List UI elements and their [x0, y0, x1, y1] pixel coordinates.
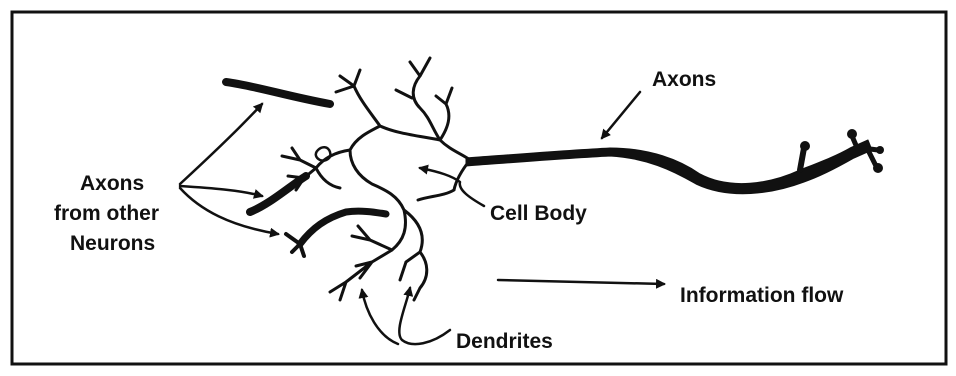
diagram-frame [12, 12, 946, 364]
incoming-pointers [180, 104, 278, 234]
main-axon [466, 129, 884, 194]
axons-other-label-line2: from other [54, 202, 159, 225]
axons-pointer [602, 92, 640, 138]
axons-other-label-line3: Neurons [70, 232, 155, 255]
cell-body-outline [282, 58, 470, 300]
dendrites-pointers [362, 288, 450, 344]
cell-body-label: Cell Body [490, 202, 587, 225]
information-flow-arrow [498, 280, 664, 284]
cell-body-pointer [420, 168, 484, 206]
axons-label: Axons [652, 68, 716, 91]
information-flow-label: Information flow [680, 284, 844, 307]
dendrites-label: Dendrites [456, 330, 553, 353]
axons-other-label-line1: Axons [80, 172, 144, 195]
